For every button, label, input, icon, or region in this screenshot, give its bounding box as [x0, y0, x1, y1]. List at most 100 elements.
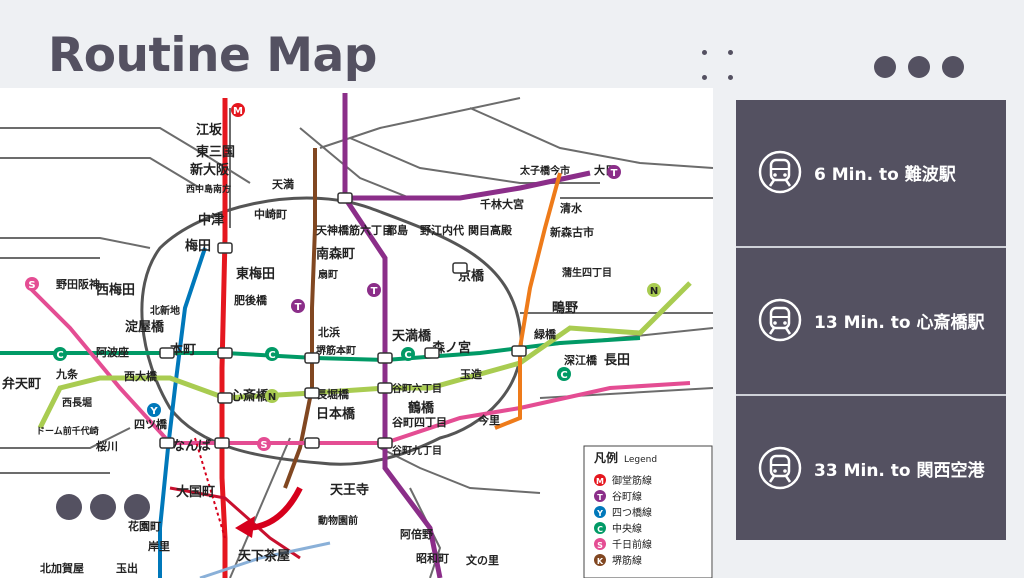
station-label: 岸里	[148, 539, 170, 553]
sennichimae-badge	[257, 437, 271, 451]
legend-dot	[594, 490, 606, 502]
station-label: 東梅田	[236, 266, 275, 282]
station-label: 堺筋本町	[316, 344, 356, 357]
station-marker	[217, 392, 233, 404]
subway-map-svg: 江坂 東三国 新大阪 西中島南方 中津 梅田 東梅田 西梅田 淀屋橋 本町 心斎…	[0, 93, 713, 578]
loop-line	[140, 196, 523, 466]
midosuji-badge	[231, 103, 245, 117]
chuo-badge	[265, 347, 279, 361]
tanimachi-badge	[367, 283, 381, 297]
station-label: 蒲生四丁目	[562, 266, 612, 279]
tanimachi-badge	[607, 165, 621, 179]
station-label: 千林大宮	[480, 197, 524, 211]
station-label: 野江内代	[420, 223, 464, 237]
station-label: 本町	[170, 342, 196, 358]
line-badges: M T T Y C C C S S N N T C	[25, 103, 661, 451]
legend-dot	[594, 506, 606, 518]
station-label: 扇町	[318, 268, 338, 281]
imazatosuji-line	[494, 172, 562, 430]
station-marker	[424, 347, 440, 359]
station-label: 森ノ宮	[432, 340, 471, 356]
sakaisuji-line	[283, 148, 317, 489]
station-label: 西長堀	[62, 396, 92, 409]
legend-dot	[594, 522, 606, 534]
station-label: 鶴橋	[408, 400, 435, 416]
legend-title: 凡例	[594, 450, 618, 465]
station-label: 北新地	[150, 304, 180, 317]
station-label: 南森町	[316, 246, 355, 262]
station-label: 太子橋今市	[519, 164, 570, 177]
station-label: 肥後橋	[234, 293, 268, 307]
legend-code: C	[597, 525, 603, 534]
route-arrowhead	[235, 516, 255, 538]
route-time-text: 13 Min. to 心斎橋駅	[814, 312, 985, 333]
station-label: 都島	[385, 223, 408, 237]
yotsubashi-line	[158, 247, 207, 578]
station-label: 桜川	[96, 439, 118, 453]
station-label: なんば	[172, 439, 211, 454]
route-row: 13 Min. to 心斎橋駅	[736, 248, 1006, 392]
legend-item: 四つ橋線	[612, 506, 652, 519]
badge-code: N	[268, 392, 276, 403]
station-label: 玉出	[116, 561, 138, 575]
station-label: 新森古市	[550, 225, 594, 239]
station-label: 昭和町	[416, 551, 449, 565]
station-label: 玉造	[460, 367, 483, 381]
station-label: 文の里	[466, 553, 499, 567]
tanimachi-badge	[291, 299, 305, 313]
station-label: 天満橋	[392, 328, 432, 344]
station-label: 北浜	[318, 325, 340, 339]
station-marker	[304, 437, 320, 449]
station-label: 清水	[560, 201, 583, 215]
train-icon	[758, 150, 802, 194]
station-label: 中津	[198, 212, 224, 228]
legend-dot	[594, 554, 606, 566]
station-label: 新大阪	[190, 162, 230, 178]
station-label: 今里	[477, 413, 500, 427]
station-label: 緑橋	[534, 327, 557, 341]
station-marker	[337, 192, 353, 204]
station-label: 中崎町	[254, 207, 287, 221]
train-icon	[758, 298, 802, 342]
badge-code: T	[371, 286, 378, 297]
legend-item: 堺筋線	[612, 554, 642, 567]
station-label: ドーム前千代崎	[36, 425, 99, 437]
chuo-badge	[557, 367, 571, 381]
badge-code: M	[233, 106, 243, 117]
station-label: 大国町	[176, 484, 215, 500]
badge-code: C	[56, 350, 63, 361]
decorative-dot-grid	[700, 48, 736, 82]
station-label: 梅田	[185, 238, 211, 254]
legend-item: 御堂筋線	[612, 474, 652, 487]
legend-subtitle: Legend	[624, 455, 657, 465]
nagahori-badge	[265, 389, 279, 403]
route-time-panel: 6 Min. to 難波駅 13 Min. to 心斎橋駅 33 Min. to…	[736, 100, 1006, 540]
station-label: 天王寺	[330, 482, 369, 498]
station-label: 谷町六丁目	[392, 382, 442, 395]
station-labels: 江坂 東三国 新大阪 西中島南方 中津 梅田 東梅田 西梅田 淀屋橋 本町 心斎…	[2, 122, 630, 575]
station-label: 西梅田	[96, 282, 135, 298]
legend-dot	[594, 474, 606, 486]
legend-item: 谷町線	[612, 490, 642, 503]
station-label: 九条	[55, 367, 79, 381]
legend-item: 千日前線	[612, 538, 652, 551]
badge-code: S	[260, 440, 267, 451]
nankai-line	[169, 486, 301, 560]
station-marker	[217, 347, 233, 359]
station-label: 日本橋	[316, 406, 356, 422]
station-label: 関目高殿	[468, 223, 513, 237]
station-label: 天神橋筋六丁目	[316, 223, 393, 237]
yotsubashi-badge	[147, 403, 161, 417]
route-row: 33 Min. to 関西空港	[736, 396, 1006, 540]
sennichimae-badge	[25, 277, 39, 291]
station-label: 花園町	[128, 519, 161, 533]
badge-code: Y	[149, 406, 158, 417]
badge-code: S	[28, 280, 35, 291]
nagahori-badge	[647, 283, 661, 297]
divider	[736, 394, 1006, 396]
station-label: 心斎橋	[230, 388, 270, 404]
badge-code: T	[295, 302, 302, 313]
nagahori-line	[37, 281, 692, 430]
page-title: Routine Map	[48, 28, 377, 83]
station-label: 阿波座	[96, 345, 129, 359]
